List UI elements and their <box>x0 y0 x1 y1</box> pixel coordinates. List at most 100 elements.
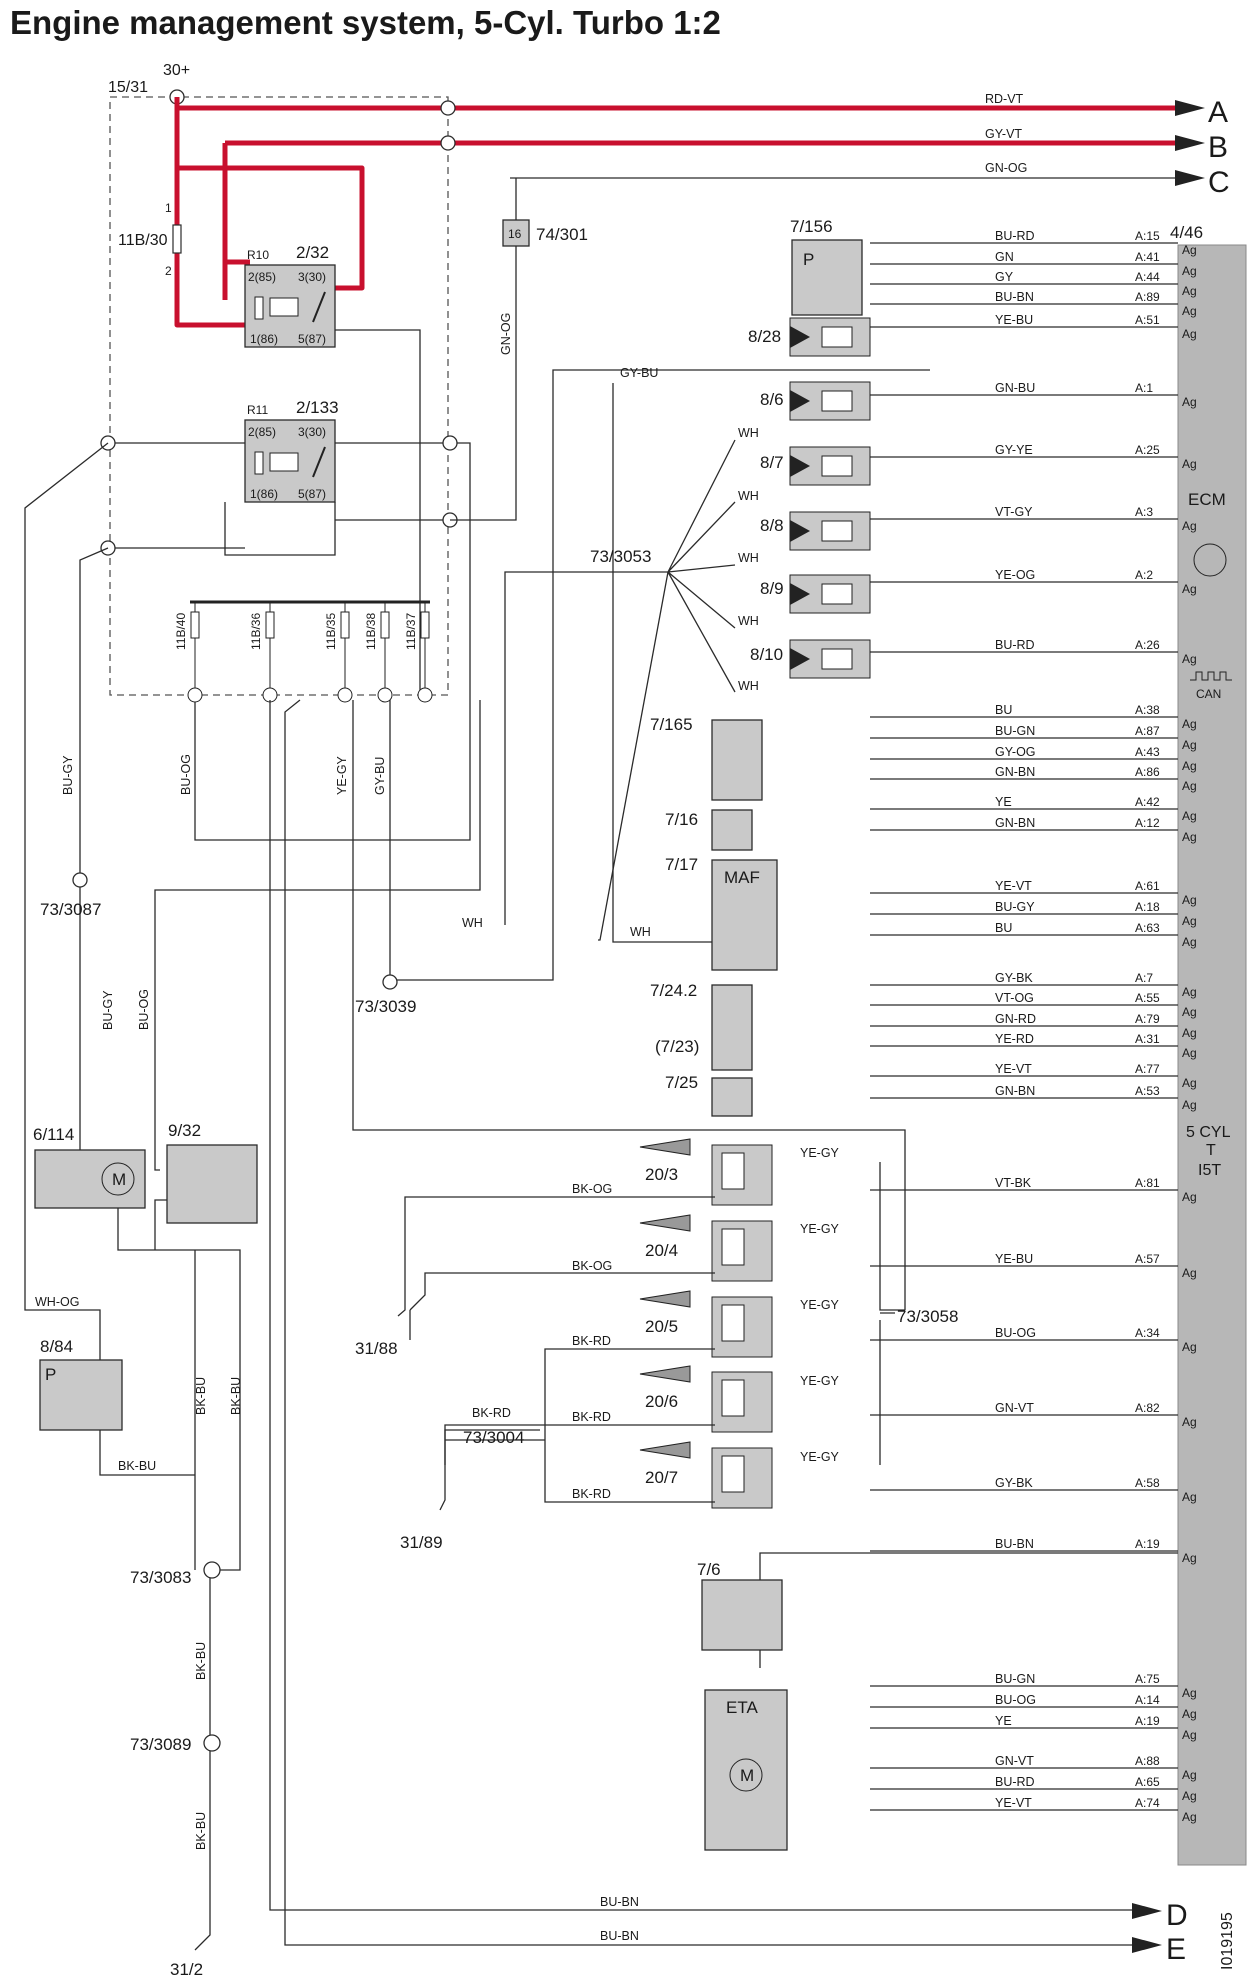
fuse-11B-35 <box>340 611 350 639</box>
ecm-pin-label: A:15 <box>1135 229 1160 243</box>
ecm-pin-label: A:2 <box>1135 568 1153 582</box>
ecm-pin-type: Ag <box>1182 1076 1197 1090</box>
ecm-wire-label: GY-YE <box>995 443 1033 457</box>
valve-icon <box>790 390 810 412</box>
wire-bk-og-1: BK-OG <box>572 1182 612 1196</box>
ecm-wire-label: YE-RD <box>995 1032 1034 1046</box>
ecm-pin-label: A:12 <box>1135 816 1160 830</box>
ecm-pin-type: Ag <box>1182 264 1197 278</box>
wire-label-gn-og: GN-OG <box>985 161 1027 175</box>
ecm-wire-label: GY-BK <box>995 971 1033 985</box>
sensor-7-24-2 <box>711 984 753 1071</box>
splice-73-3058: 73/3058 <box>897 1307 958 1326</box>
valve-coil <box>821 455 853 477</box>
ground-31-88: 31/88 <box>355 1339 398 1358</box>
wire-label-rd-vt: RD-VT <box>985 92 1024 106</box>
terminal-c: C <box>1208 166 1230 199</box>
splice-3089-dot <box>203 1734 221 1752</box>
relay-2-133-p87: 5(87) <box>298 487 326 501</box>
valve-coil <box>821 583 853 605</box>
connector-pin: 16 <box>508 227 522 241</box>
ecm-pin-label: A:88 <box>1135 1754 1160 1768</box>
valve-icon <box>790 455 810 477</box>
relay-2-32-p85: 2(85) <box>248 270 276 284</box>
wire-bu-gy-2: BU-GY <box>101 990 115 1030</box>
splice-3083-dot <box>203 1561 221 1579</box>
ecm-wire-label: BU <box>995 703 1012 717</box>
sensor-8-84 <box>39 1359 123 1431</box>
coil-20-6-label: 20/6 <box>645 1392 678 1411</box>
pump-motor-m: M <box>112 1170 126 1189</box>
maf-label: MAF <box>724 868 760 887</box>
eta-label: ETA <box>726 1698 758 1717</box>
splice-73-3004: 73/3004 <box>463 1428 524 1447</box>
ecm-wire-label: GN-BU <box>995 381 1035 395</box>
ecm-pin-type: Ag <box>1182 1266 1197 1280</box>
wire-wh-3: WH <box>738 551 759 565</box>
relay-2-133 <box>244 419 336 503</box>
relay-2-133-p85: 2(85) <box>248 425 276 439</box>
wire-ye-gy-3: YE-GY <box>800 1298 840 1312</box>
ecm-pin-type: Ag <box>1182 1190 1197 1204</box>
pump-motor-icon <box>101 1162 135 1196</box>
ecm-pin-label: A:41 <box>1135 250 1160 264</box>
ecm-variant-1: 5 CYL <box>1186 1124 1231 1141</box>
eta-motor-icon <box>729 1758 763 1792</box>
coil-20-3-label: 20/3 <box>645 1165 678 1184</box>
kl30-label: 30+ <box>163 62 190 79</box>
wire-wh-4: WH <box>738 614 759 628</box>
ecm-wire-label: GN-VT <box>995 1401 1034 1415</box>
ecm-pin-type: Ag <box>1182 830 1197 844</box>
wire-bu-gy-1: BU-GY <box>61 755 75 795</box>
ecm-pin-type: Ag <box>1182 1728 1197 1742</box>
relay-2-32-id: 2/32 <box>296 243 329 262</box>
spark-plug-icon <box>639 1441 691 1459</box>
ecm-pin-label: A:51 <box>1135 313 1160 327</box>
ecm-pin-type: Ag <box>1182 1768 1197 1782</box>
sensor-7-156-p: P <box>803 250 814 269</box>
ecm-pin-type: Ag <box>1182 1707 1197 1721</box>
ecm-pin-label: A:19 <box>1135 1537 1160 1551</box>
wire-wh-1: WH <box>738 426 759 440</box>
ecm-pin-label: A:61 <box>1135 879 1160 893</box>
ecm-pin-label: A:38 <box>1135 703 1160 717</box>
valve-8-28-label: 8/28 <box>748 327 781 346</box>
valve-coil <box>821 390 853 412</box>
ecm-wire-label: GN-BN <box>995 765 1035 779</box>
connector-74-301 <box>502 219 530 247</box>
ecm-pin-type: Ag <box>1182 717 1197 731</box>
fuse-node <box>417 687 433 703</box>
ecm-pin-type: Ag <box>1182 914 1197 928</box>
wire-ye-gy-2: YE-GY <box>800 1222 840 1236</box>
wire-bk-rd-3: BK-RD <box>572 1487 611 1501</box>
wire-bk-rd-4: BK-RD <box>472 1406 511 1420</box>
sensor-7-16-label: 7/16 <box>665 810 698 829</box>
ecm-pin-type: Ag <box>1182 1686 1197 1700</box>
ecm-pin-label: A:58 <box>1135 1476 1160 1490</box>
ecm-pin-label: A:79 <box>1135 1012 1160 1026</box>
ecm-pin-type: Ag <box>1182 1551 1197 1565</box>
ecm-pin-type: Ag <box>1182 652 1197 666</box>
ecm-wire-label: YE-VT <box>995 879 1032 893</box>
ecm-wire-label: BU-RD <box>995 638 1035 652</box>
ecm-wire-label: VT-BK <box>995 1176 1032 1190</box>
wire-bk-bu-5: BK-BU <box>194 1812 208 1850</box>
valve-8-7-label: 8/7 <box>760 453 784 472</box>
terminal-e: E <box>1166 1933 1186 1966</box>
ecm-pin-type: Ag <box>1182 893 1197 907</box>
throttle-eta <box>704 1689 788 1851</box>
ecm-pin-label: A:3 <box>1135 505 1153 519</box>
ecm-pin-label: A:31 <box>1135 1032 1160 1046</box>
relay-2-32-p30: 3(30) <box>298 270 326 284</box>
ecm-pin-label: A:81 <box>1135 1176 1160 1190</box>
ecm-wire-label: GY-BK <box>995 1476 1033 1490</box>
relay-2-133-p86: 1(86) <box>250 487 278 501</box>
splice-3087-dot <box>72 872 88 888</box>
fuse-label: 11B/36 <box>249 613 263 650</box>
wire-bu-bn-e: BU-BN <box>600 1929 639 1943</box>
valve-8-6-label: 8/6 <box>760 390 784 409</box>
valve-coil <box>821 520 853 542</box>
ecm-pin-label: A:82 <box>1135 1401 1160 1415</box>
wire-bk-bu-1: BK-BU <box>118 1459 156 1473</box>
